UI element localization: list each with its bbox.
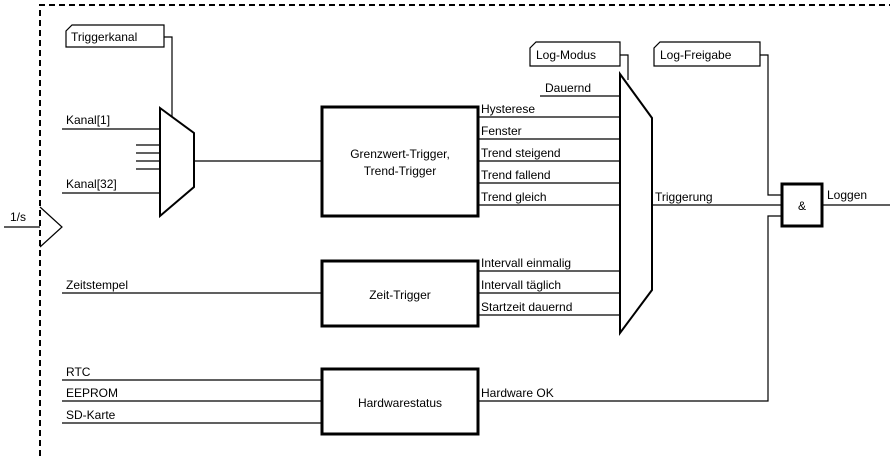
- channel-multiplexer: [159, 106, 195, 219]
- trend-fallend-label: Trend fallend: [481, 168, 551, 182]
- kanal-32-label: Kanal[32]: [66, 177, 117, 191]
- eeprom-label: EEPROM: [66, 386, 118, 400]
- hardware-inputs: RTC EEPROM SD-Karte: [62, 365, 322, 424]
- zeit-trigger-label: Zeit-Trigger: [369, 288, 431, 302]
- hardware-ok-line: [478, 215, 782, 402]
- dauernd-label: Dauernd: [545, 81, 591, 95]
- and-gate: &: [780, 182, 824, 228]
- log-freigabe-label: Log-Freigabe: [660, 48, 732, 62]
- hysterese-label: Hysterese: [481, 102, 535, 116]
- zeitstempel-label: Zeitstempel: [66, 278, 128, 292]
- trend-steigend-label: Trend steigend: [481, 146, 561, 160]
- channel-inputs: Kanal[1] Kanal[32]: [62, 113, 160, 194]
- hardwarestatus-label: Hardwarestatus: [358, 396, 442, 410]
- triggerkanal-input: Triggerkanal: [65, 24, 173, 124]
- zeit-trigger-block: Zeit-Trigger: [320, 259, 480, 328]
- clock-input: 1/s: [4, 206, 63, 248]
- zeit-trigger-outputs: Intervall einmalig Intervall täglich Sta…: [478, 256, 620, 316]
- sd-karte-label: SD-Karte: [66, 408, 116, 422]
- hardwarestatus-block: Hardwarestatus: [320, 367, 480, 436]
- log-modus-input: Log-Modus: [529, 41, 629, 80]
- log-multiplexer: [619, 70, 653, 337]
- rtc-label: RTC: [66, 365, 91, 379]
- grenzwert-label-line1: Grenzwert-Trigger,: [350, 147, 450, 161]
- log-modus-label: Log-Modus: [536, 48, 596, 62]
- fenster-label: Fenster: [481, 124, 522, 138]
- intervall-taeglich-label: Intervall täglich: [481, 278, 561, 292]
- and-gate-label: &: [798, 199, 806, 213]
- grenzwert-trigger-block: Grenzwert-Trigger, Trend-Trigger: [320, 105, 480, 218]
- startzeit-dauernd-label: Startzeit dauernd: [481, 300, 572, 314]
- hardware-ok-label: Hardware OK: [481, 386, 554, 400]
- triggerung-label: Triggerung: [655, 190, 713, 204]
- intervall-einmalig-label: Intervall einmalig: [481, 256, 571, 270]
- loggen-label: Loggen: [827, 188, 867, 202]
- clock-label: 1/s: [10, 210, 26, 224]
- log-freigabe-input: Log-Freigabe: [653, 41, 782, 196]
- kanal-1-label: Kanal[1]: [66, 113, 110, 127]
- triggerkanal-label: Triggerkanal: [71, 30, 137, 44]
- grenzwert-label-line2: Trend-Trigger: [364, 164, 436, 178]
- system-frame: [39, 4, 890, 456]
- grenzwert-outputs: Hysterese Fenster Trend steigend Trend f…: [478, 102, 620, 206]
- trend-gleich-label: Trend gleich: [481, 190, 547, 204]
